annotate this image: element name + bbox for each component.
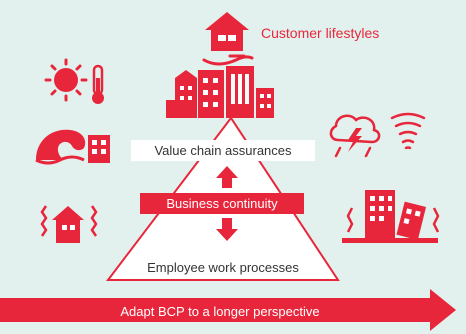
tsunami-icon [35, 129, 110, 165]
adapt-bcp-label: Adapt BCP to a longer perspective [120, 303, 320, 319]
sun-thermometer-icon [44, 58, 104, 104]
storm-tornado-icon [329, 112, 426, 158]
city-icon [166, 66, 274, 118]
employee-work-label: Employee work processes [147, 259, 299, 275]
value-chain-label: Value chain assurances [131, 140, 315, 161]
collapsing-buildings-icon [342, 190, 440, 243]
house-hand-icon [202, 12, 254, 66]
earthquake-house-icon [40, 205, 98, 243]
business-continuity-label: Business continuity [140, 193, 304, 214]
up-arrow-icon [216, 166, 238, 188]
customer-lifestyles-label: Customer lifestyles [261, 25, 380, 41]
long-arrow [0, 289, 456, 331]
down-arrow-icon [216, 218, 238, 241]
